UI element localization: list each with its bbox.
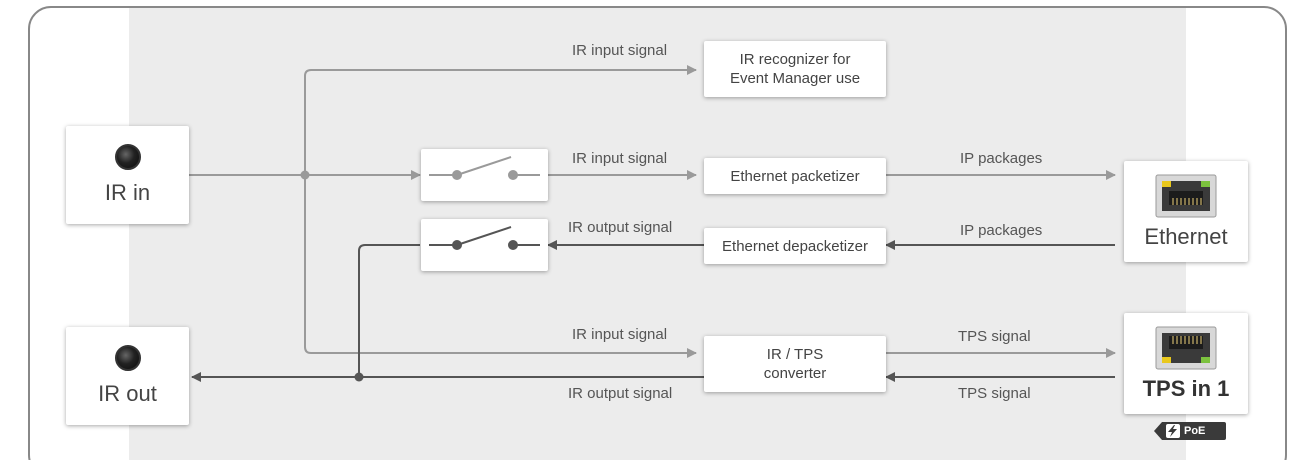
poe-label: PoE bbox=[1184, 425, 1206, 437]
ir-tps-converter-block: IR / TPS converter bbox=[704, 336, 886, 392]
tps-in1-label: TPS in 1 bbox=[1142, 375, 1230, 401]
switch-to-ir-out-line bbox=[358, 244, 420, 377]
ir-in-branch-trunk bbox=[304, 65, 697, 175]
jack-3.5mm-icon bbox=[114, 144, 141, 170]
ir-tps-converter-line1: IR / TPS bbox=[766, 346, 824, 363]
ir-output-paths bbox=[191, 240, 1115, 382]
signal-tps-out: TPS signal bbox=[958, 328, 1031, 345]
poe-badge-shape bbox=[1154, 422, 1226, 440]
ir-in-branch-to-converter bbox=[304, 175, 697, 358]
ethernet-packetizer-block: Ethernet packetizer bbox=[704, 158, 886, 194]
ir-tps-converter-line2: converter bbox=[763, 365, 827, 382]
input-switch-box bbox=[421, 149, 548, 201]
ethernet-depacketizer-label: Ethernet depacketizer bbox=[722, 237, 868, 255]
tps-in1-port[interactable]: TPS in 1 bbox=[1124, 313, 1248, 414]
signal-ir-output-bottom: IR output signal bbox=[568, 385, 673, 402]
ir-in-label: IR in bbox=[104, 180, 151, 205]
rj45-tps-icon bbox=[1155, 326, 1217, 369]
junction-dot-output bbox=[354, 372, 364, 382]
ethernet-depacketizer-block: Ethernet depacketizer bbox=[704, 228, 886, 264]
jack-3.5mm-icon bbox=[114, 345, 141, 371]
lightning-icon bbox=[1168, 425, 1177, 437]
ir-out-label: IR out bbox=[98, 381, 157, 406]
signal-ir-input-mid: IR input signal bbox=[572, 150, 668, 167]
switch-open-icon bbox=[429, 156, 540, 180]
ir-out-port[interactable]: IR out bbox=[66, 327, 189, 425]
signal-ir-input-top: IR input signal bbox=[572, 42, 668, 59]
rj45-ethernet-icon bbox=[1155, 174, 1217, 217]
signal-tps-in: TPS signal bbox=[958, 385, 1031, 402]
ethernet-packetizer-label: Ethernet packetizer bbox=[730, 167, 860, 185]
switch-open-icon bbox=[429, 226, 540, 250]
signal-ir-output-mid: IR output signal bbox=[568, 219, 673, 236]
ir-recognizer-block: IR recognizer for Event Manager use bbox=[704, 41, 886, 97]
signal-ip-packages-out: IP packages bbox=[960, 150, 1043, 167]
ethernet-port[interactable]: Ethernet bbox=[1124, 161, 1248, 262]
ir-recognizer-line2: Event Manager use bbox=[729, 70, 861, 87]
signal-ir-input-bottom: IR input signal bbox=[572, 326, 668, 343]
output-switch-box bbox=[421, 219, 548, 271]
junction-dot-input bbox=[300, 170, 310, 180]
ir-recognizer-line1: IR recognizer for bbox=[739, 51, 851, 68]
ir-in-port[interactable]: IR in bbox=[66, 126, 189, 224]
ethernet-label: Ethernet bbox=[1144, 223, 1228, 249]
signal-ip-packages-in: IP packages bbox=[960, 222, 1043, 239]
poe-badge: PoE bbox=[1154, 419, 1228, 441]
